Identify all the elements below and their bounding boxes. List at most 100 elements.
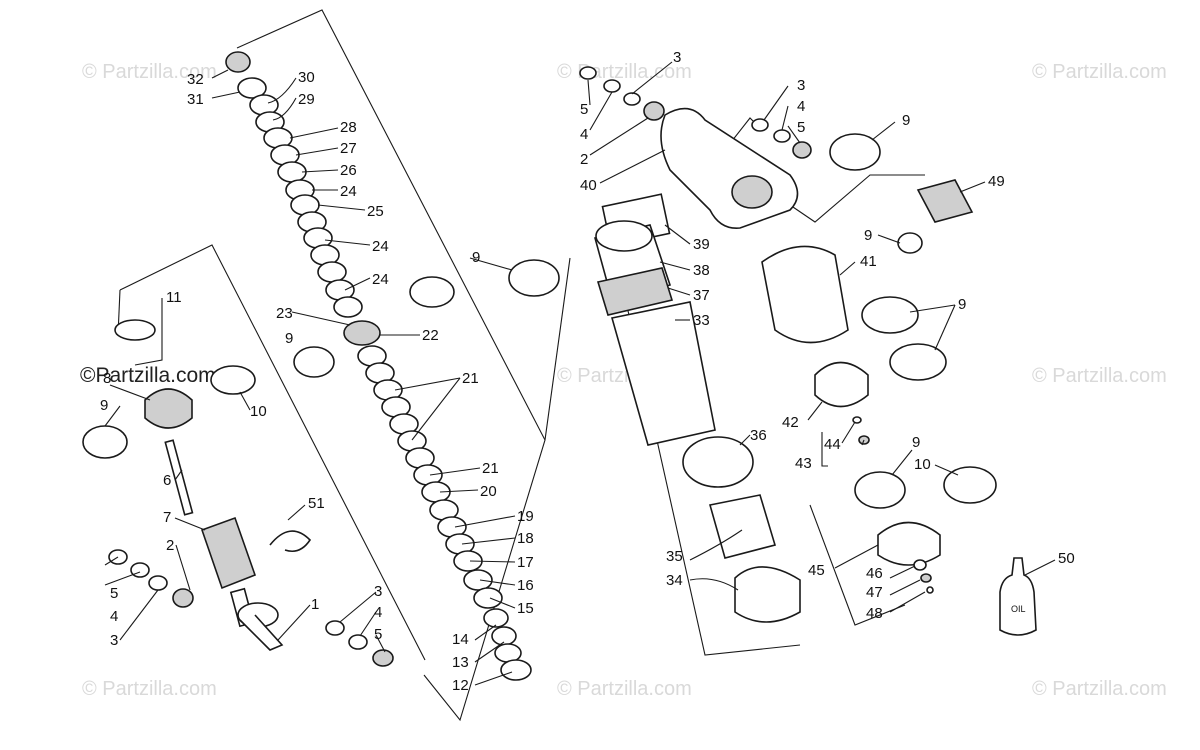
ring-3a xyxy=(148,575,168,591)
callout-5: 5 xyxy=(374,626,382,643)
valve-49 xyxy=(916,179,974,223)
piston-22 xyxy=(343,320,381,346)
washer-4b xyxy=(348,634,368,650)
watermark-text: © Partzilla.com xyxy=(557,678,692,700)
callout-9: 9 xyxy=(958,296,966,313)
cap-47 xyxy=(920,573,932,583)
callout-43: 43 xyxy=(795,455,812,472)
oil-bottle-label: OIL xyxy=(1011,604,1026,614)
callout-18: 18 xyxy=(517,530,534,547)
washer-14 xyxy=(483,608,509,628)
screw-44 xyxy=(852,416,862,424)
callout-40: 40 xyxy=(580,177,597,194)
oil-bottle xyxy=(999,557,1037,636)
watermark-text: © Partzilla.com xyxy=(82,678,217,700)
cap-34 xyxy=(734,566,801,623)
callout-5: 5 xyxy=(110,585,118,602)
oil-bottle-50: OIL xyxy=(999,557,1037,636)
callout-36: 36 xyxy=(750,427,767,444)
callout-4: 4 xyxy=(580,126,588,143)
o-ring-9i xyxy=(854,471,906,509)
assembly-outlines xyxy=(117,9,925,722)
body-head-40 xyxy=(660,107,799,229)
reservoir-41 xyxy=(761,245,849,344)
shim-26 xyxy=(277,161,307,183)
callout-12: 12 xyxy=(452,677,469,694)
callout-21: 21 xyxy=(462,370,479,387)
body-port xyxy=(731,175,773,209)
washer-11 xyxy=(114,319,156,341)
leader-lines xyxy=(104,61,1056,686)
shim-stack xyxy=(225,51,532,681)
reservoir-assembly xyxy=(761,245,997,594)
callout-4: 4 xyxy=(110,608,118,625)
o-ring-48 xyxy=(926,586,934,594)
body-assembly xyxy=(508,66,974,623)
callout-11: 11 xyxy=(166,289,182,306)
callout-9: 9 xyxy=(902,112,910,129)
callout-17: 17 xyxy=(517,554,534,571)
clip-51 xyxy=(269,530,312,553)
callout-34: 34 xyxy=(666,572,683,589)
callout-5: 5 xyxy=(797,119,805,136)
shim-15a xyxy=(463,569,493,591)
seal-10b xyxy=(943,466,997,504)
retainer-35 xyxy=(708,494,777,559)
callout-10: 10 xyxy=(914,456,931,473)
callout-44: 44 xyxy=(824,436,841,453)
callout-9: 9 xyxy=(285,330,293,347)
callout-28: 28 xyxy=(340,119,357,136)
callout-24: 24 xyxy=(372,238,389,255)
callout-5: 5 xyxy=(580,101,588,118)
o-ring-9a xyxy=(409,276,455,308)
piston-42 xyxy=(814,361,869,408)
bearing-2a xyxy=(172,588,194,608)
callout-2: 2 xyxy=(166,537,174,554)
bump-stop-7 xyxy=(200,516,257,590)
o-ring-9g xyxy=(861,296,919,334)
callout-10: 10 xyxy=(250,403,267,420)
callout-46: 46 xyxy=(866,565,883,582)
watermark-text: © Partzilla.com xyxy=(1032,365,1167,387)
adjuster-37 xyxy=(596,267,674,316)
callout-45: 45 xyxy=(808,562,825,579)
watermark-text: © Partzilla.com xyxy=(1032,61,1167,83)
callout-24: 24 xyxy=(372,271,389,288)
callout-48: 48 xyxy=(866,605,883,622)
callout-1: 1 xyxy=(311,596,319,613)
body-top xyxy=(595,220,653,252)
callout-25: 25 xyxy=(367,203,384,220)
callout-9: 9 xyxy=(100,397,108,414)
callout-39: 39 xyxy=(693,236,710,253)
callout-23: 23 xyxy=(276,305,293,322)
callout-15: 15 xyxy=(517,600,534,617)
watermarks: © Partzilla.com © Partzilla.com © Partzi… xyxy=(80,61,1167,700)
o-ring-9b xyxy=(293,346,335,378)
washer-31 xyxy=(237,77,267,99)
callout-14: 14 xyxy=(452,631,469,648)
washer-4d xyxy=(773,129,791,143)
o-ring-9c xyxy=(82,425,128,459)
valve-46 xyxy=(913,559,927,571)
callout-21: 21 xyxy=(482,460,499,477)
callout-3: 3 xyxy=(110,632,118,649)
eyelet-body-1 xyxy=(239,614,284,651)
ring-3b xyxy=(325,620,345,636)
shim-24g xyxy=(333,296,363,318)
watermark-text: © Partzilla.com xyxy=(1032,678,1167,700)
bearing-2b xyxy=(643,101,665,121)
bushing-5c xyxy=(579,66,597,80)
callout-42: 42 xyxy=(782,414,799,431)
spring-33 xyxy=(610,301,716,446)
callout-51: 51 xyxy=(308,495,325,512)
o-ring-9e xyxy=(829,133,881,171)
callout-49: 49 xyxy=(988,173,1005,190)
callout-27: 27 xyxy=(340,140,357,157)
callout-37: 37 xyxy=(693,287,710,304)
shim-15b xyxy=(473,587,503,609)
callout-9: 9 xyxy=(864,227,872,244)
callout-29: 29 xyxy=(298,91,315,108)
callout-9: 9 xyxy=(912,434,920,451)
callout-6: 6 xyxy=(163,472,171,489)
watermark-text: © Partzilla.com xyxy=(82,61,217,83)
